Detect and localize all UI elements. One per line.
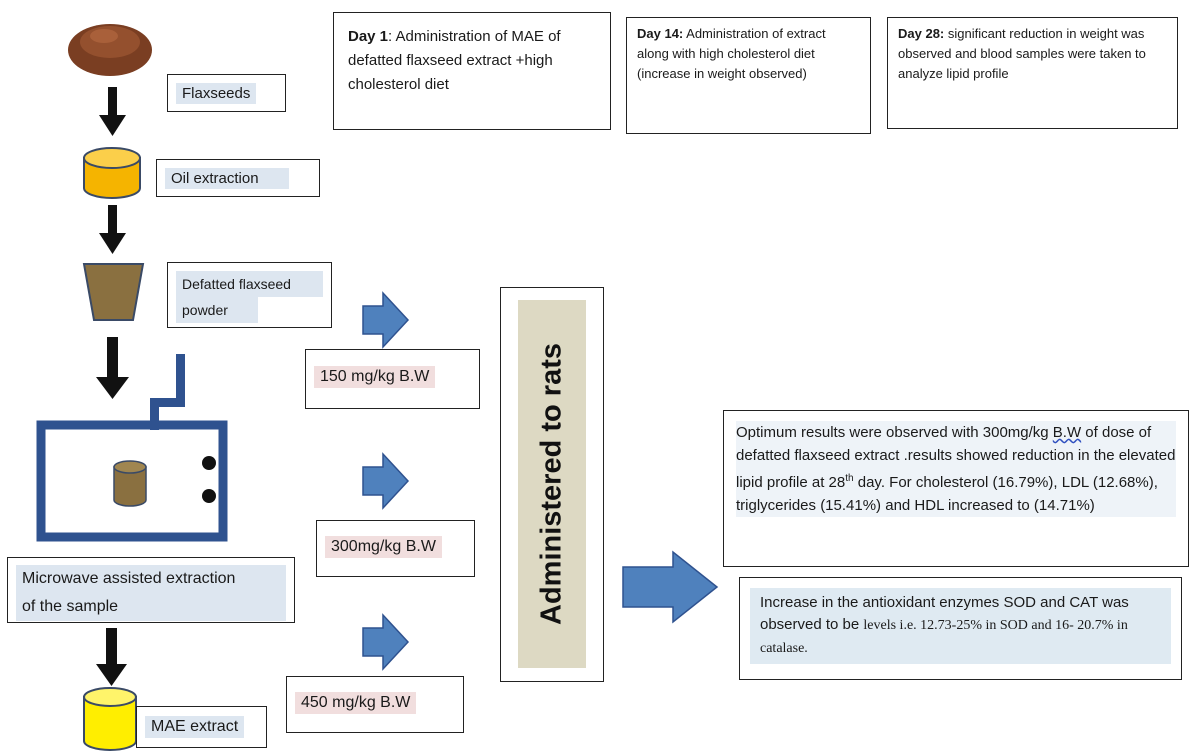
right-arrow-icon	[362, 613, 410, 671]
step-microwave-extraction: Microwave assisted extraction of the sam…	[7, 557, 295, 623]
microwave-icon	[36, 354, 228, 542]
defatted-powder-label-line2: powder	[176, 297, 258, 323]
dose-label: 150 mg/kg B.W	[314, 366, 436, 388]
big-right-arrow-icon	[622, 550, 719, 624]
dose-label: 300mg/kg B.W	[325, 536, 442, 558]
right-arrow-icon	[362, 452, 410, 510]
microwave-label-line2: of the sample	[16, 593, 286, 621]
lipid-text-part: day. For cholesterol (16.79%), LDL (12.6…	[736, 474, 1158, 514]
administered-box: Administered to rats	[500, 287, 604, 682]
flaxseeds-label: Flaxseeds	[176, 83, 257, 104]
antioxidant-text-part: levels i.e. 12.73-25% in SOD and 16- 20.…	[760, 618, 1128, 656]
oil-extraction-label: Oil extraction	[165, 168, 289, 189]
lipid-text-part: B.W	[1052, 424, 1082, 441]
dose-box-150: 150 mg/kg B.W	[305, 349, 480, 409]
powder-container-icon	[82, 263, 145, 321]
down-arrow-icon	[99, 205, 126, 254]
microwave-label-line1: Microwave assisted extraction	[16, 565, 286, 593]
dose-label: 450 mg/kg B.W	[295, 692, 417, 714]
down-arrow-icon	[96, 337, 129, 399]
day14-label: Day 14:	[637, 26, 684, 41]
administered-banner	[518, 300, 586, 668]
lipid-text-part: Optimum results were observed with 300mg…	[736, 424, 1053, 441]
lipid-results-text: Optimum results were observed with 300mg…	[736, 421, 1176, 517]
flaxseed-pile-icon	[68, 24, 152, 76]
day14-box: Day 14: Administration of extract along …	[626, 17, 871, 134]
down-arrow-icon	[99, 87, 126, 136]
day1-label: Day 1	[348, 28, 389, 45]
step-mae-extract: MAE extract	[136, 706, 267, 748]
defatted-powder-label-line1: Defatted flaxseed	[176, 271, 323, 297]
day28-label: Day 28:	[898, 26, 945, 41]
mae-extract-label: MAE extract	[145, 716, 245, 738]
administered-label: Administered to rats	[535, 343, 568, 625]
lipid-results-box: Optimum results were observed with 300mg…	[723, 410, 1189, 567]
step-flaxseeds: Flaxseeds	[167, 74, 286, 112]
oil-cup-icon	[83, 147, 141, 199]
dose-box-300: 300mg/kg B.W	[316, 520, 475, 577]
antioxidant-results-text: Increase in the antioxidant enzymes SOD …	[750, 588, 1171, 664]
lipid-superscript: th	[845, 473, 854, 484]
step-oil-extraction: Oil extraction	[156, 159, 320, 197]
day28-text: significant reduction in weight was obse…	[898, 26, 1146, 81]
down-arrow-icon	[96, 628, 127, 686]
antioxidant-results-box: Increase in the antioxidant enzymes SOD …	[739, 577, 1182, 680]
lipid-text-part: of dose of defatted flaxseed extract .re…	[736, 424, 1176, 491]
day1-text: : Administration of MAE of defatted flax…	[348, 28, 561, 93]
antioxidant-text-part: Increase in the antioxidant enzymes SOD …	[760, 594, 1129, 633]
day28-box: Day 28: significant reduction in weight …	[887, 17, 1178, 129]
mae-cup-icon	[83, 687, 137, 751]
right-arrow-icon	[362, 291, 410, 349]
day1-box: Day 1: Administration of MAE of defatted…	[333, 12, 611, 130]
step-defatted-powder: Defatted flaxseed powder	[167, 262, 332, 328]
dose-box-450: 450 mg/kg B.W	[286, 676, 464, 733]
day14-text: Administration of extract along with hig…	[637, 26, 826, 81]
